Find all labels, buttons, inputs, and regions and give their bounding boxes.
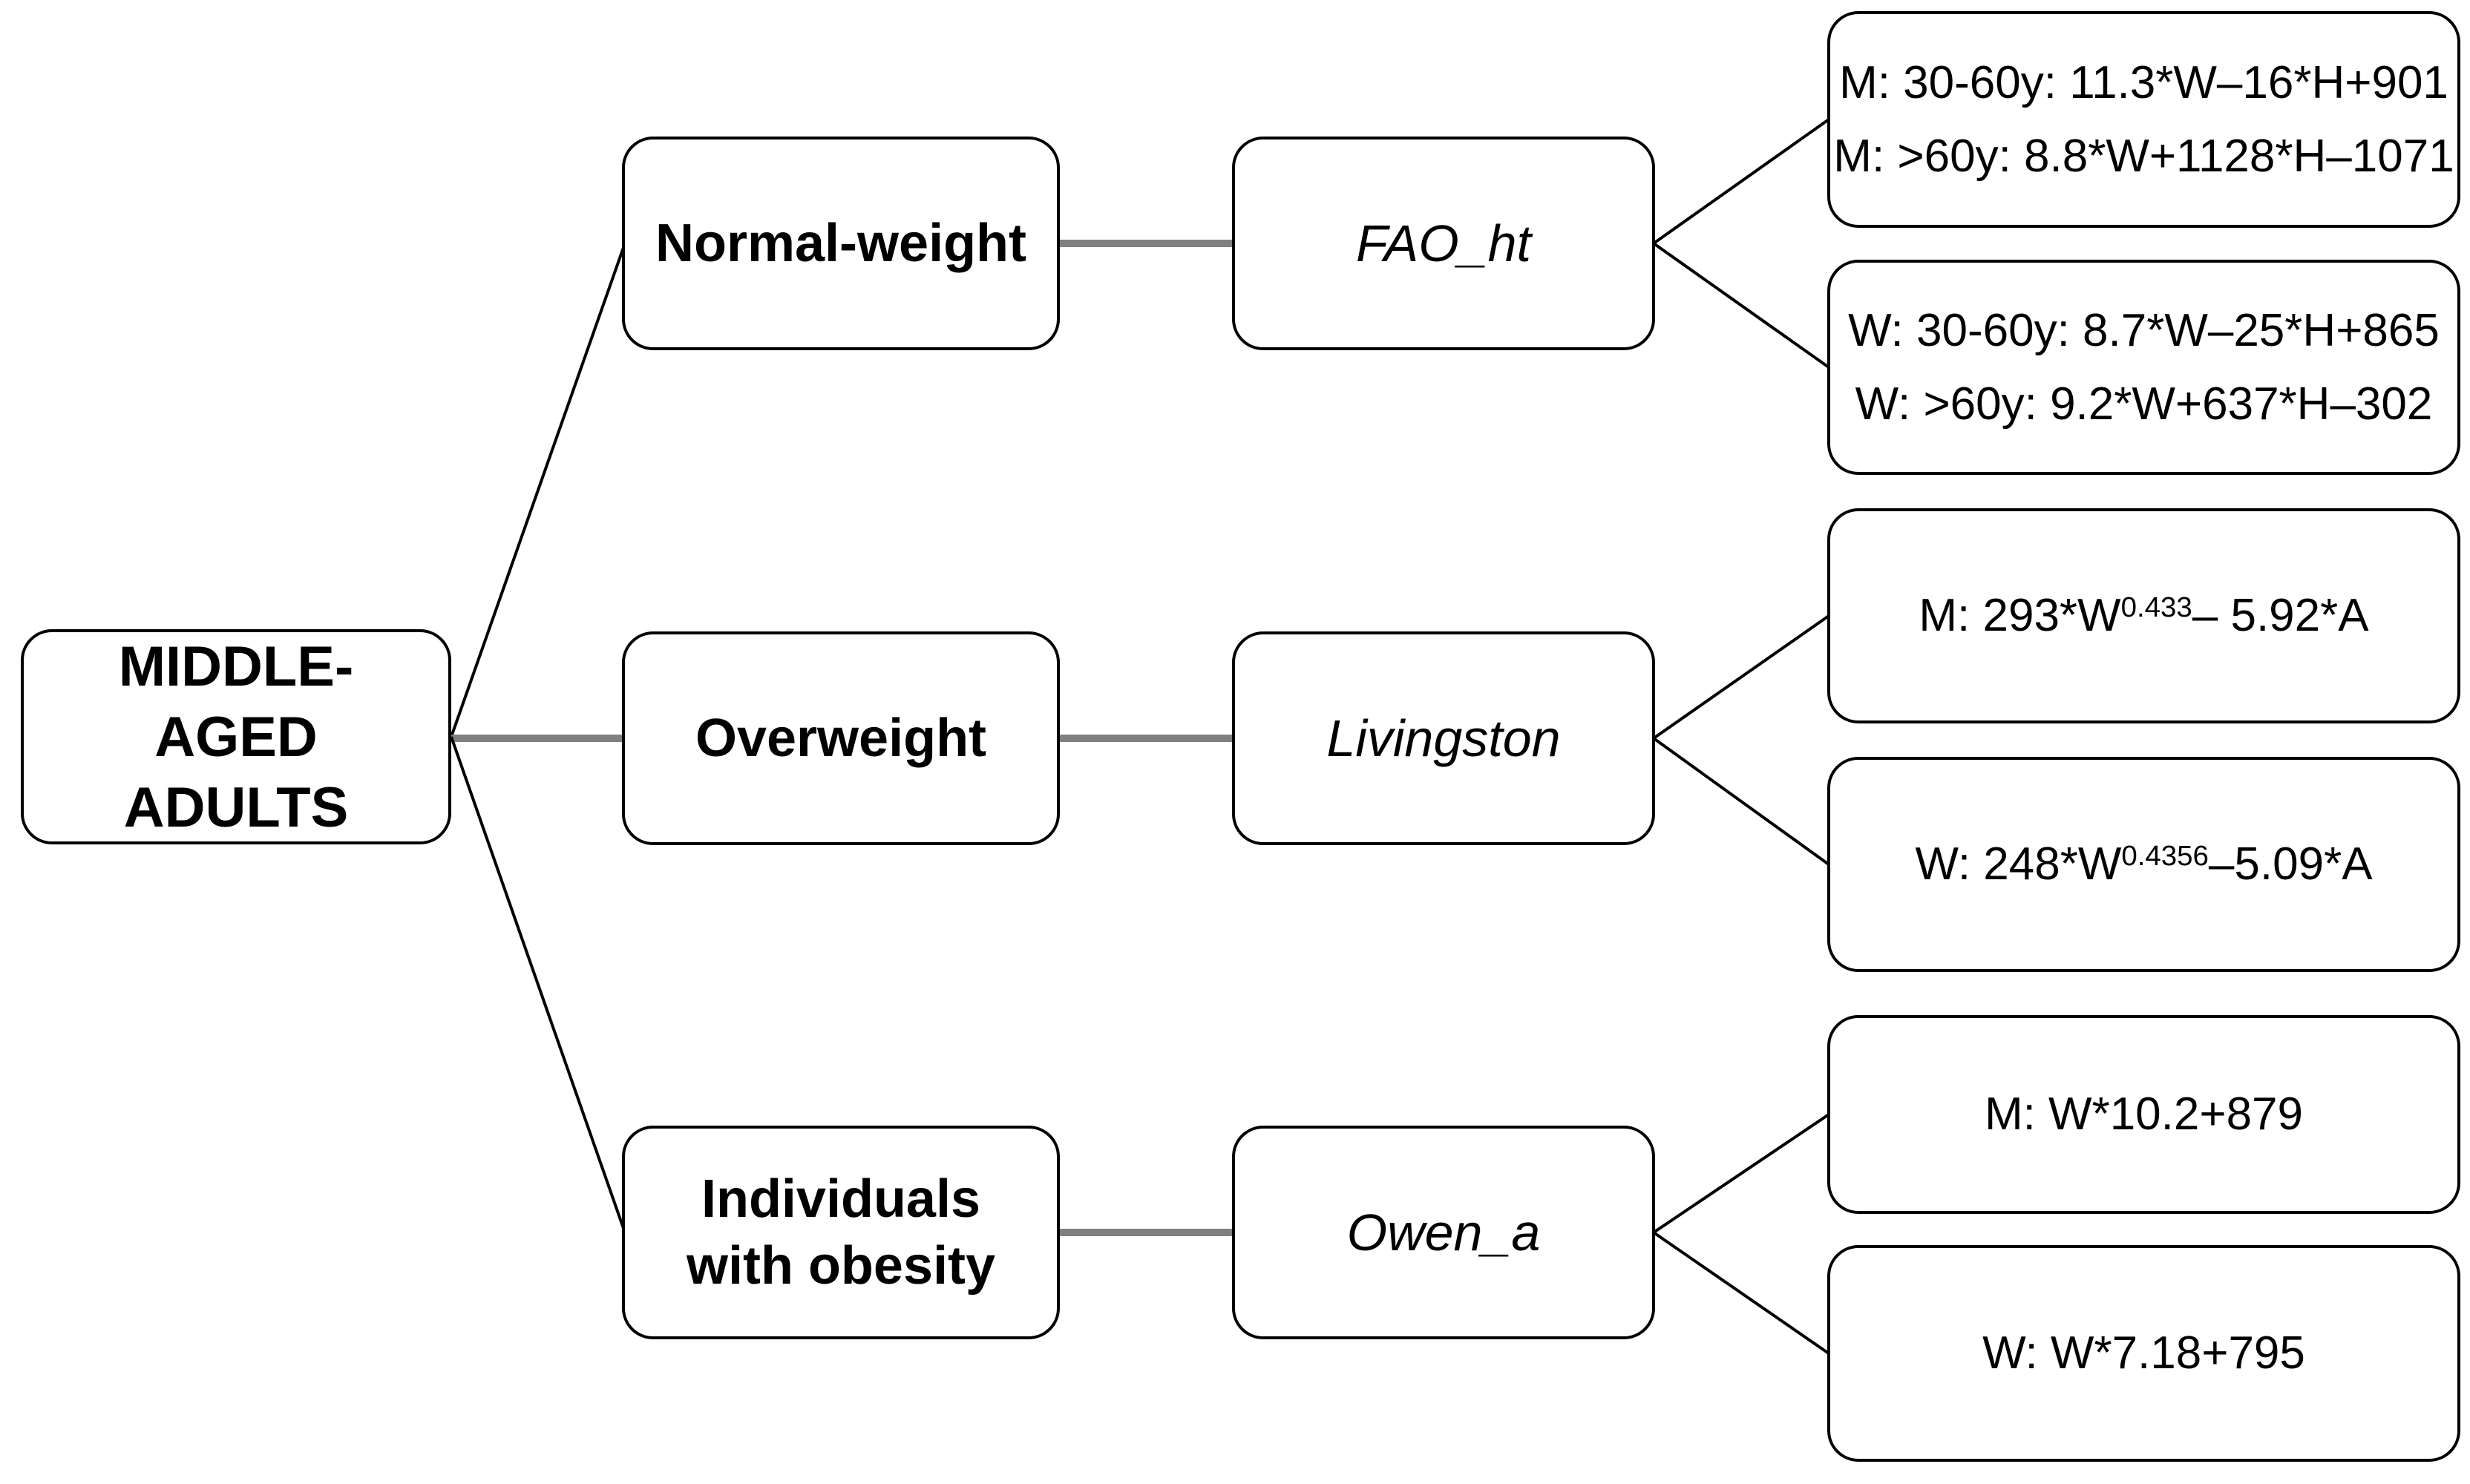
root-label: MIDDLE-AGED ADULTS bbox=[118, 634, 354, 839]
formula-rest: –5.09*A bbox=[2208, 838, 2373, 890]
root-box-middle-aged-adults: MIDDLE-AGED ADULTS bbox=[21, 629, 451, 844]
connector-livingston-to-men-formula bbox=[1652, 614, 1830, 740]
method-box-owen-a: Owen_a bbox=[1232, 1126, 1655, 1339]
formula-base: W: 248*W bbox=[1915, 838, 2122, 890]
formula-box-fao-men: M: 30-60y: 11.3*W–16*H+901 M: >60y: 8.8*… bbox=[1827, 11, 2460, 228]
category-box-normal-weight: Normal-weight bbox=[622, 137, 1060, 350]
formula-line: M: 30-60y: 11.3*W–16*H+901 bbox=[1839, 56, 2448, 108]
formula-box-owen-women: W: W*7.18+795 bbox=[1827, 1245, 2460, 1462]
method-label: Owen_a bbox=[1346, 1204, 1541, 1261]
connector-fao-ht-to-men-formula bbox=[1652, 118, 1830, 245]
connector-root-to-normal-weight bbox=[450, 243, 626, 738]
connector-owen-a-to-men-formula bbox=[1652, 1113, 1830, 1234]
method-box-fao-ht: FAO_ht bbox=[1232, 137, 1655, 350]
formula-line: W: >60y: 9.2*W+637*H–302 bbox=[1855, 378, 2433, 430]
formula-rest: – 5.92*A bbox=[2192, 589, 2369, 641]
formula-line: W: 30-60y: 8.7*W–25*H+865 bbox=[1848, 304, 2440, 356]
connector-root-to-obesity bbox=[450, 736, 626, 1233]
formula-line: M: 293*W0.433– 5.92*A bbox=[1919, 588, 2368, 643]
formula-base: M: 293*W bbox=[1919, 589, 2121, 641]
formula-line: M: W*10.2+879 bbox=[1984, 1088, 2304, 1140]
formula-line: W: W*7.18+795 bbox=[1982, 1327, 2305, 1379]
category-box-individuals-with-obesity: Individuals with obesity bbox=[622, 1126, 1060, 1339]
category-label: Overweight bbox=[695, 709, 987, 768]
formula-box-livingston-men: M: 293*W0.433– 5.92*A bbox=[1827, 508, 2460, 723]
formula-box-fao-women: W: 30-60y: 8.7*W–25*H+865 W: >60y: 9.2*W… bbox=[1827, 260, 2460, 475]
category-label: Individuals with obesity bbox=[686, 1169, 996, 1296]
connector-livingston-to-women-formula bbox=[1652, 737, 1830, 866]
formula-exponent: 0.4356 bbox=[2121, 839, 2209, 872]
method-label: FAO_ht bbox=[1355, 214, 1531, 272]
category-box-overweight: Overweight bbox=[622, 631, 1060, 845]
formula-line: W: 248*W0.4356–5.09*A bbox=[1915, 837, 2372, 892]
method-box-livingston: Livingston bbox=[1232, 631, 1655, 845]
formula-box-livingston-women: W: 248*W0.4356–5.09*A bbox=[1827, 757, 2460, 972]
formula-line: M: >60y: 8.8*W+1128*H–1071 bbox=[1833, 131, 2454, 182]
method-label: Livingston bbox=[1326, 709, 1561, 767]
category-label: Normal-weight bbox=[655, 214, 1027, 273]
formula-box-owen-men: M: W*10.2+879 bbox=[1827, 1015, 2460, 1214]
connector-fao-ht-to-women-formula bbox=[1652, 242, 1830, 369]
connector-owen-a-to-women-formula bbox=[1652, 1231, 1830, 1355]
formula-exponent: 0.433 bbox=[2120, 591, 2192, 623]
